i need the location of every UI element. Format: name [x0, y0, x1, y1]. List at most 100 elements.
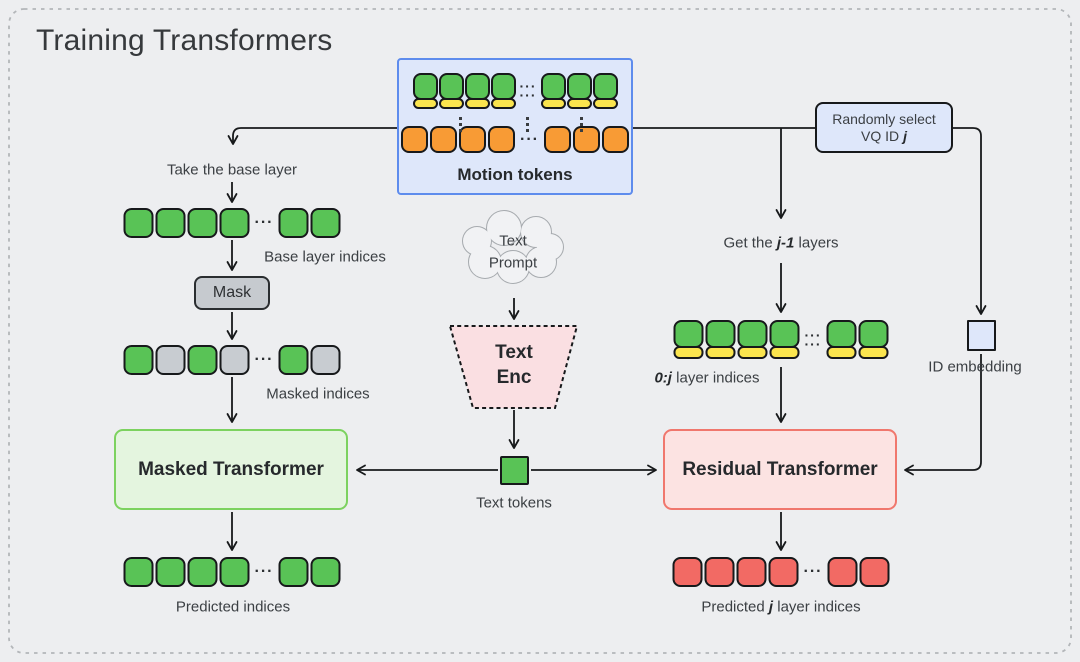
token [438, 73, 464, 109]
token [401, 126, 428, 153]
motion-tokens-label: Motion tokens [457, 165, 573, 184]
token [826, 346, 857, 359]
token [826, 320, 857, 348]
predicted-indices-label: Predicted indices [175, 598, 291, 616]
token [858, 346, 889, 359]
token [155, 208, 186, 238]
token [187, 208, 218, 238]
token [673, 320, 704, 359]
token [464, 98, 490, 109]
token: ··· [254, 563, 274, 580]
token [673, 320, 704, 348]
token [310, 208, 341, 238]
token [490, 98, 516, 109]
token [430, 126, 457, 153]
token [123, 345, 154, 375]
token: ··· [803, 563, 823, 580]
motion-token-row-top: ··· ··· [399, 73, 631, 109]
token [488, 126, 515, 153]
token [769, 320, 800, 359]
token: ··· [254, 351, 274, 368]
id-embedding-label: ID embedding [928, 358, 1022, 376]
text-tokens-square [500, 456, 529, 485]
take-base-layer-label: Take the base layer [166, 161, 298, 179]
token [672, 557, 703, 587]
dashed-frame [8, 8, 1072, 654]
token [768, 557, 799, 587]
token [566, 73, 592, 100]
token [412, 73, 438, 100]
token [219, 345, 250, 375]
token: ··· ··· [804, 326, 822, 352]
residual-transformer-box: Residual Transformer [663, 429, 897, 510]
token [540, 73, 566, 109]
text-tokens-label: Text tokens [476, 494, 552, 512]
token [540, 98, 566, 109]
vq-box-line2: VQ ID j [861, 127, 907, 144]
token [705, 320, 736, 359]
token [412, 73, 438, 109]
cloud-text-line2: Prompt [488, 254, 538, 272]
motion-token-row-bottom: ··· [399, 126, 631, 153]
vertical-dots [580, 117, 583, 132]
token: ··· [520, 130, 539, 148]
predicted-layer-token-row: ··· [672, 557, 890, 587]
layer-indices-label: 0:j layer indices [654, 369, 760, 387]
token [737, 320, 768, 359]
token [540, 73, 566, 100]
masked-transformer-box: Masked Transformer [114, 429, 348, 510]
token: ··· ··· [519, 78, 537, 103]
token [592, 98, 618, 109]
vertical-dots [526, 117, 529, 132]
page-title: Training Transformers [36, 24, 333, 57]
token [858, 320, 889, 348]
vertical-dots [459, 117, 462, 132]
token [572, 126, 600, 153]
token [490, 73, 516, 100]
predicted-layer-indices-label: Predicted j layer indices [701, 598, 861, 616]
text-encoder-shape [448, 325, 579, 409]
token [673, 346, 704, 359]
mask-box: Mask [194, 276, 270, 310]
motion-tokens-box: ··· ··· ··· Motion tokens [397, 58, 633, 195]
token [123, 557, 154, 587]
token [278, 345, 309, 375]
token [310, 557, 341, 587]
token: ··· [254, 214, 274, 231]
token [705, 346, 736, 359]
predicted-token-row: ··· [123, 557, 341, 587]
token [769, 320, 800, 348]
token [704, 557, 735, 587]
vq-box-line1: Randomly select [832, 110, 936, 127]
token [601, 126, 629, 153]
id-embedding-square [967, 320, 996, 351]
token [187, 557, 218, 587]
layer-indices-token-row: ··· ··· [673, 320, 889, 359]
masked-token-row: ··· [123, 345, 341, 375]
token [592, 73, 618, 109]
token [592, 73, 618, 100]
token [155, 345, 186, 375]
token [826, 320, 857, 359]
token [566, 98, 592, 109]
token [219, 208, 250, 238]
cloud-text-line1: Text [499, 232, 527, 250]
token [187, 345, 218, 375]
token [464, 73, 490, 109]
token [310, 345, 341, 375]
token [859, 557, 890, 587]
token [438, 73, 464, 100]
base-layer-token-row: ··· [123, 208, 341, 238]
base-layer-indices-label: Base layer indices [264, 248, 386, 266]
token [219, 557, 250, 587]
token [769, 346, 800, 359]
randomly-select-vq-box: Randomly select VQ ID j [815, 102, 953, 153]
get-layers-label: Get the j-1 layers [723, 234, 839, 252]
token [490, 73, 516, 109]
masked-indices-label: Masked indices [266, 385, 370, 403]
token [278, 557, 309, 587]
token [412, 98, 438, 109]
